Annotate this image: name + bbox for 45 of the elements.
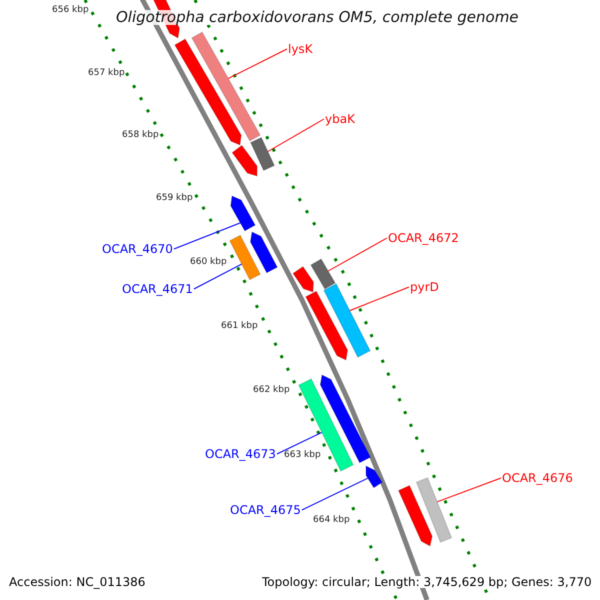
gene-symbol [250,136,276,172]
gene-label: OCAR_4672 [388,232,459,244]
gene-label: OCAR_4671 [122,283,193,295]
gene-label: pyrD [410,281,439,293]
leader-line [276,432,322,454]
gene-symbol [310,258,336,290]
accession-text: Accession: NC_011386 [9,576,146,588]
gene-symbol [416,477,452,543]
scale-label: 656 kbp [52,6,89,15]
gene-label: OCAR_4675 [230,504,301,516]
gene-label: OCAR_4670 [102,243,173,255]
scale-label: 661 kbp [221,322,258,331]
leader-line [436,478,502,502]
gene-symbol [174,38,242,146]
scale-label: 658 kbp [122,131,159,140]
gene-label: OCAR_4676 [502,472,573,484]
leader-line [301,478,368,510]
gene-symbol [232,144,258,177]
gene-symbol [292,266,314,293]
gene-label: lysK [288,43,313,55]
scale-label: 663 kbp [284,451,321,460]
leader-line [267,118,324,152]
scale-label: 659 kbp [156,194,193,203]
gene-symbol [191,31,261,142]
leader-line [349,286,410,312]
gene-symbol [250,231,278,274]
leader-line [328,238,388,272]
leader-line [173,222,241,250]
gene-symbol [323,283,371,358]
scale-label: 660 kbp [190,258,227,267]
genome-summary-text: Topology: circular; Length: 3,745,629 bp; Genes: 3,770 [262,576,592,588]
gene-label: ybaK [325,113,355,125]
scale-label: 664 kbp [313,516,350,525]
map-title: Oligotropha carboxidovorans OM5, complete genome [116,10,519,25]
leader-line [193,264,242,290]
gene-symbol [305,290,348,361]
gene-symbol [398,484,433,547]
gene-symbol [230,195,256,232]
gene-symbol [320,374,372,464]
gene-label: OCAR_4673 [205,448,276,460]
scale-label: 662 kbp [253,386,290,395]
scale-label: 657 kbp [88,69,125,78]
gene-symbol [229,234,261,280]
leader-line [228,48,288,79]
gene-symbol [366,465,383,488]
